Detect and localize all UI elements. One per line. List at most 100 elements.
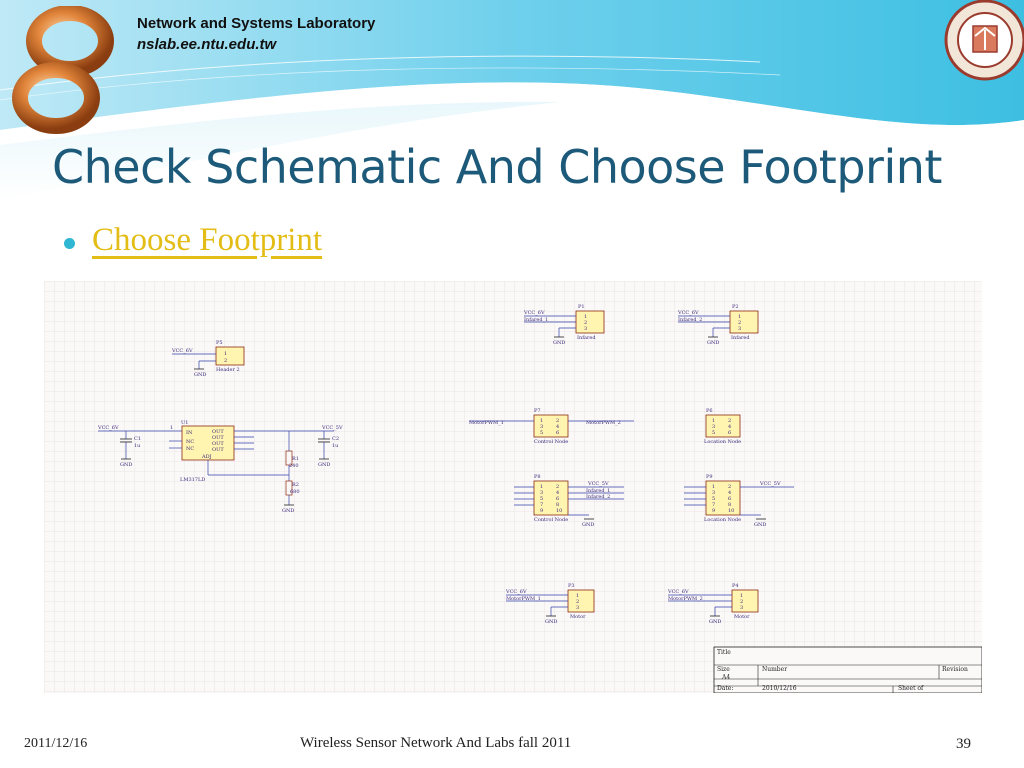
tb-revision-label: Revision — [942, 666, 968, 673]
svg-text:Infared_1: Infared_1 — [524, 317, 548, 323]
svg-text:VCC_6V: VCC_6V — [171, 348, 193, 354]
title-block-text: Title Size Number Revision A4 Date: 2010… — [714, 647, 982, 693]
svg-text:P4: P4 — [732, 583, 739, 589]
svg-text:5: 5 — [540, 430, 543, 436]
svg-text:2: 2 — [556, 418, 559, 424]
svg-text:680: 680 — [290, 489, 300, 495]
svg-text:MotorPWM_2: MotorPWM_2 — [586, 420, 621, 426]
connector-p2: P2 123 VCC_6V Infared_2 GND Infared — [677, 304, 759, 346]
svg-text:6: 6 — [556, 496, 559, 502]
svg-text:10: 10 — [728, 508, 734, 514]
svg-text:1: 1 — [584, 314, 587, 320]
svg-text:GND: GND — [709, 619, 721, 625]
svg-text:NC: NC — [186, 439, 194, 445]
svg-text:MotorPWM_1: MotorPWM_1 — [506, 596, 541, 602]
svg-text:IN: IN — [186, 430, 193, 436]
svg-text:NC: NC — [186, 446, 194, 452]
ntu-seal-icon — [944, 0, 1024, 81]
svg-text:GND: GND — [754, 522, 766, 528]
svg-text:VCC_6V: VCC_6V — [505, 589, 527, 595]
svg-text:OUT: OUT — [212, 447, 224, 453]
svg-text:Control Node: Control Node — [534, 439, 568, 445]
svg-text:5: 5 — [712, 430, 715, 436]
connector-p4: P4 123 VCC_6V MotorPWM_2 GND Motor — [667, 583, 759, 625]
svg-text:1: 1 — [540, 484, 543, 490]
svg-text:VCC_5V: VCC_5V — [587, 481, 609, 487]
svg-text:1: 1 — [170, 425, 173, 431]
bullet-dot — [64, 238, 75, 249]
svg-text:3: 3 — [712, 424, 715, 430]
svg-text:7: 7 — [540, 502, 543, 508]
svg-text:1: 1 — [540, 418, 543, 424]
footer-page-number: 39 — [956, 736, 971, 752]
svg-text:OUT: OUT — [212, 441, 224, 447]
svg-text:3: 3 — [738, 326, 741, 332]
svg-text:1: 1 — [740, 593, 743, 599]
svg-text:Motor: Motor — [734, 614, 750, 620]
svg-text:1: 1 — [712, 484, 715, 490]
regulator-circuit: VCC_6V 1 C1 1u GND U1 IN NC NC OUT OUT O… — [97, 420, 343, 514]
svg-text:9: 9 — [540, 508, 543, 514]
svg-text:GND: GND — [582, 522, 594, 528]
svg-text:P9: P9 — [706, 474, 713, 480]
connector-p3: P3 123 VCC_6V MotorPWM_1 GND Motor — [505, 583, 595, 625]
svg-text:GND: GND — [120, 462, 132, 468]
svg-text:MotorPWM_1: MotorPWM_1 — [469, 420, 504, 426]
svg-text:1: 1 — [224, 351, 227, 357]
svg-text:240: 240 — [289, 463, 299, 469]
svg-text:OUT: OUT — [212, 429, 224, 435]
svg-text:P3: P3 — [568, 583, 575, 589]
svg-text:1u: 1u — [134, 443, 141, 449]
svg-text:2: 2 — [728, 418, 731, 424]
svg-text:VCC_5V: VCC_5V — [759, 481, 781, 487]
svg-text:GND: GND — [282, 508, 294, 514]
tb-size-value: A4 — [722, 674, 731, 681]
svg-text:6: 6 — [556, 430, 559, 436]
svg-text:8: 8 — [556, 502, 559, 508]
svg-text:GND: GND — [318, 462, 330, 468]
svg-text:3: 3 — [712, 490, 715, 496]
svg-text:P7: P7 — [534, 408, 541, 414]
svg-text:Location Node: Location Node — [704, 517, 741, 523]
header-wave-background — [0, 0, 1024, 200]
svg-text:Infared_2: Infared_2 — [678, 317, 702, 323]
svg-text:6: 6 — [728, 430, 731, 436]
svg-text:10: 10 — [556, 508, 562, 514]
svg-text:5: 5 — [712, 496, 715, 502]
tb-date-label: Date: — [717, 685, 734, 692]
svg-text:3: 3 — [584, 326, 587, 332]
tb-number-label: Number — [762, 666, 788, 673]
connector-p1: P1 123 VCC_6V Infared_1 GND Infared — [523, 304, 605, 346]
svg-text:1u: 1u — [332, 443, 339, 449]
svg-text:3: 3 — [740, 605, 743, 611]
orange-infinity-logo-icon — [12, 6, 114, 134]
svg-text:2: 2 — [224, 358, 227, 364]
svg-text:7: 7 — [712, 502, 715, 508]
svg-text:OUT: OUT — [212, 435, 224, 441]
connector-p5: P5 1 2 VCC_6V GND Header 2 — [171, 340, 245, 378]
svg-text:2: 2 — [576, 599, 579, 605]
svg-text:P5: P5 — [216, 340, 223, 346]
svg-text:4: 4 — [556, 424, 559, 430]
footer-date: 2011/12/16 — [24, 736, 88, 751]
svg-text:VCC_6V: VCC_6V — [667, 589, 689, 595]
svg-text:2: 2 — [584, 320, 587, 326]
connector-p7: P7 1 2 3 4 5 6 MotorPWM_1 MotorPWM_2 Contro… — [469, 408, 634, 445]
svg-text:Control Node: Control Node — [534, 517, 568, 523]
svg-text:R2: R2 — [292, 482, 299, 488]
svg-text:Infared_1: Infared_1 — [586, 488, 610, 494]
svg-text:Motor: Motor — [570, 614, 586, 620]
svg-text:C2: C2 — [332, 436, 339, 442]
svg-text:3: 3 — [576, 605, 579, 611]
svg-text:P8: P8 — [534, 474, 541, 480]
svg-text:ADJ: ADJ — [201, 454, 212, 460]
bullet-choose-footprint[interactable]: Choose Footprint — [92, 222, 323, 258]
svg-text:3: 3 — [540, 424, 543, 430]
svg-text:4: 4 — [728, 490, 731, 496]
title-block — [713, 646, 982, 693]
svg-text:3: 3 — [540, 490, 543, 496]
svg-text:P1: P1 — [578, 304, 585, 310]
